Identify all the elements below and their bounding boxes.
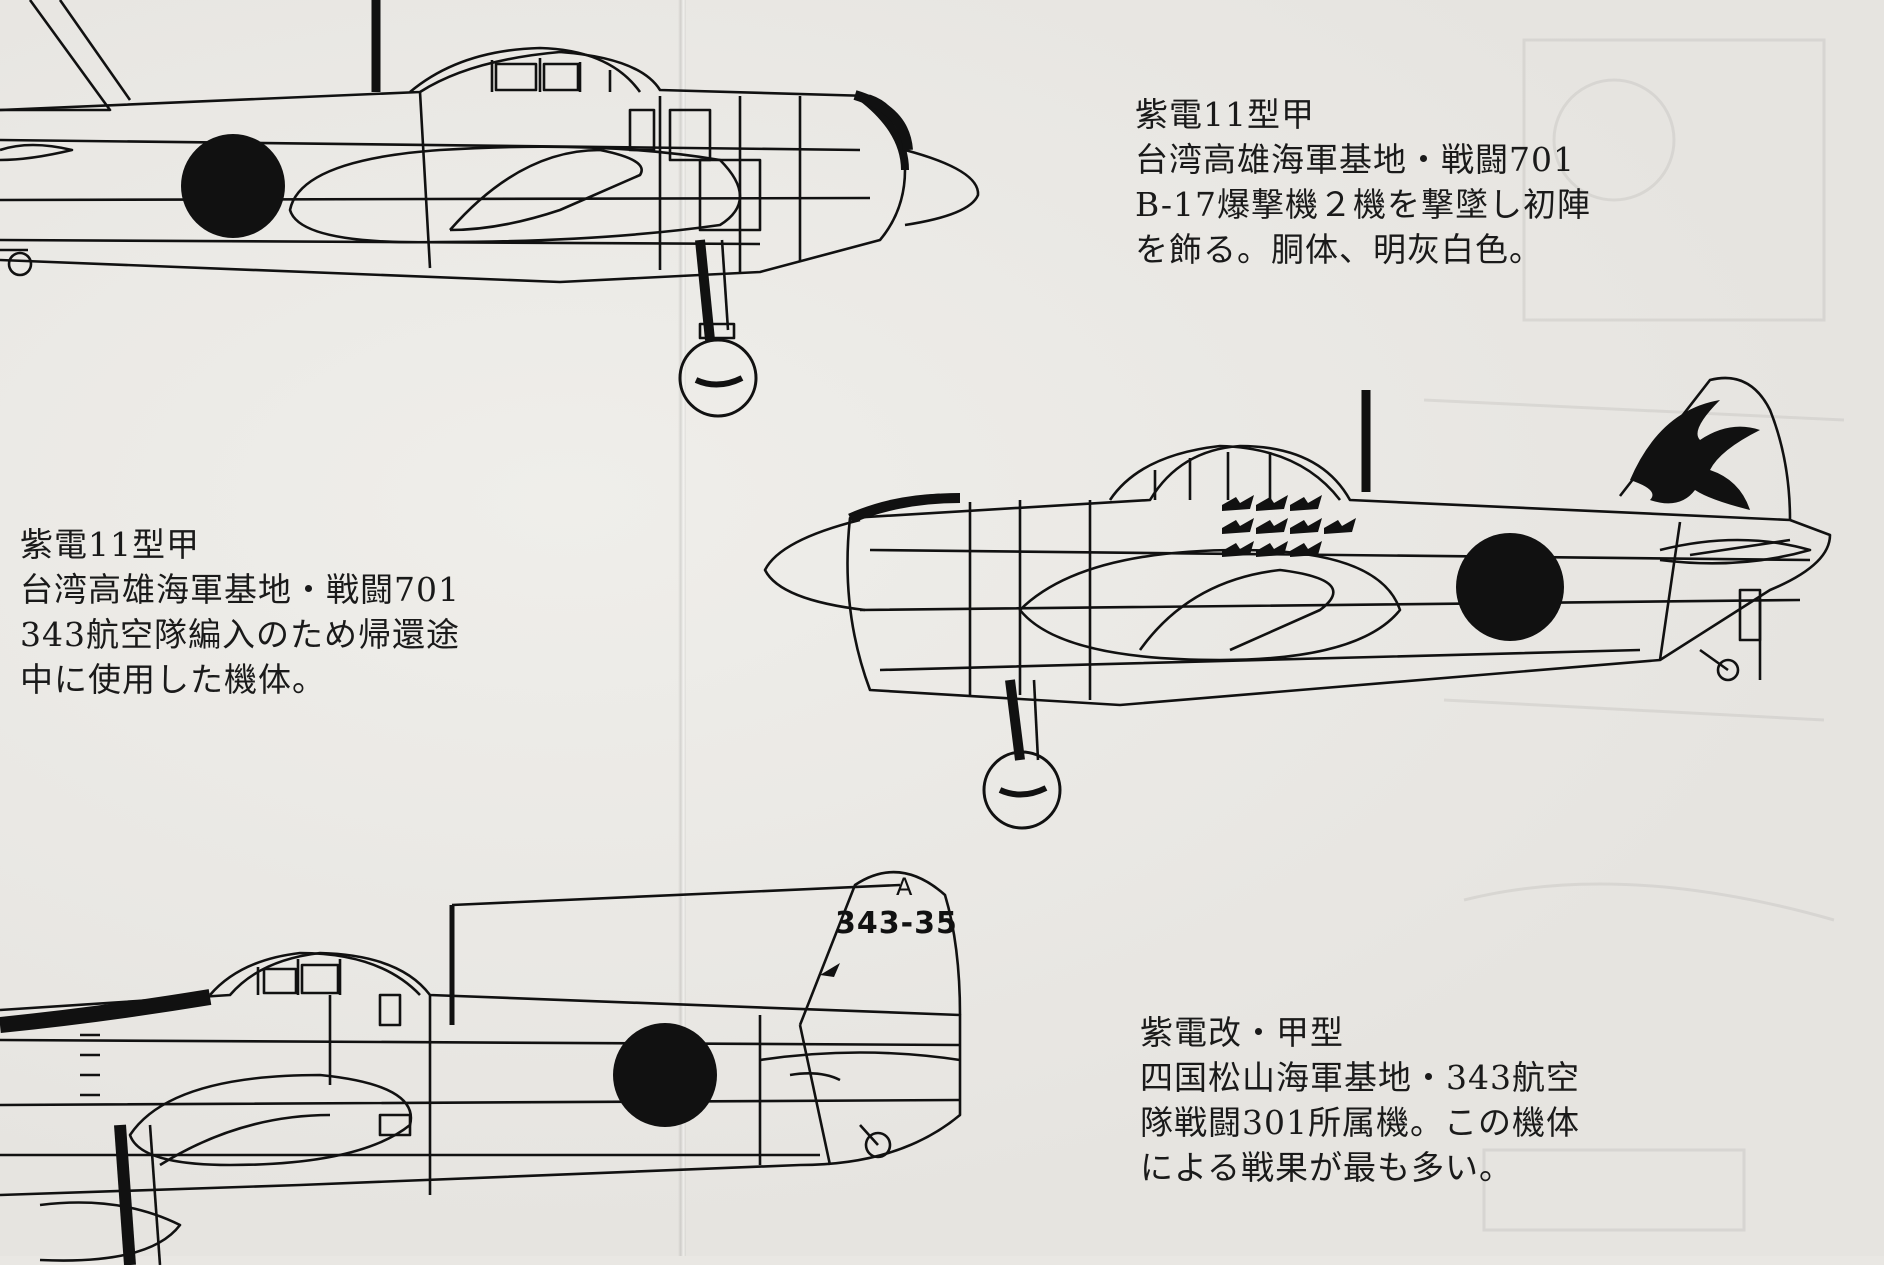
caption-line: 中に使用した機体。 bbox=[20, 660, 326, 699]
kill-marks bbox=[1222, 495, 1356, 557]
caption-line: B-17爆撃機２機を撃墜し初陣 bbox=[1135, 185, 1592, 224]
caption-bottom-right: 紫電改・甲型 四国松山海軍基地・343航空 隊戦闘301所属機。この機体 による… bbox=[1140, 1010, 1580, 1190]
aircraft-top-shiden-11-ko bbox=[0, 0, 980, 418]
caption-title: 紫電11型甲 bbox=[20, 525, 200, 564]
show-through-ghost-drawing bbox=[1423, 38, 1845, 1232]
caption-line: を飾る。胴体、明灰白色。 bbox=[1135, 230, 1543, 269]
tail-code-top: A bbox=[896, 873, 913, 901]
hinomaru-insignia bbox=[181, 134, 285, 238]
aircraft-bottom-shiden-kai-ko: A 343-35 bbox=[0, 870, 962, 1265]
aircraft-middle-shiden-11-ko bbox=[763, 376, 1832, 830]
caption-line: 台湾高雄海軍基地・戦闘701 bbox=[20, 570, 460, 609]
caption-top-right: 紫電11型甲 台湾高雄海軍基地・戦闘701 B-17爆撃機２機を撃墜し初陣 を飾… bbox=[1135, 92, 1591, 272]
tail-code: 343-35 bbox=[835, 906, 958, 941]
caption-line: 四国松山海軍基地・343航空 bbox=[1140, 1058, 1580, 1097]
caption-title: 紫電11型甲 bbox=[1135, 95, 1315, 134]
caption-line: による戦果が最も多い。 bbox=[1140, 1148, 1514, 1187]
eagle-emblem bbox=[1630, 400, 1760, 510]
caption-line: 343航空隊編入のため帰還途 bbox=[20, 615, 460, 654]
hinomaru-insignia bbox=[613, 1023, 717, 1127]
caption-middle-left: 紫電11型甲 台湾高雄海軍基地・戦闘701 343航空隊編入のため帰還途 中に使… bbox=[20, 522, 460, 702]
hinomaru-insignia bbox=[1456, 533, 1564, 641]
caption-line: 隊戦闘301所属機。この機体 bbox=[1140, 1103, 1580, 1142]
caption-line: 台湾高雄海軍基地・戦闘701 bbox=[1135, 140, 1575, 179]
caption-title: 紫電改・甲型 bbox=[1140, 1013, 1344, 1052]
page-fold-crease bbox=[678, 0, 686, 1256]
